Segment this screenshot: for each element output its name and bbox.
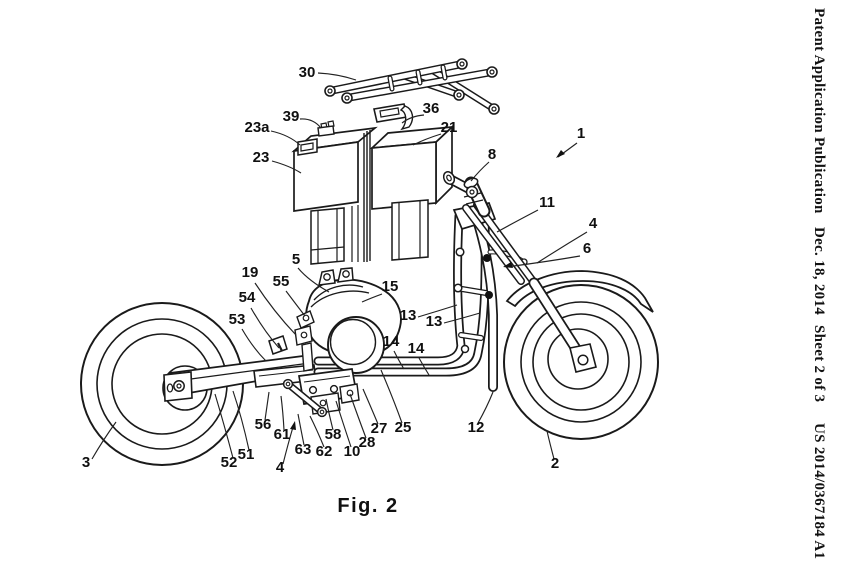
ref-label-54: 54 [239, 289, 256, 306]
ref-label-51: 51 [238, 446, 255, 463]
motor-assembly [294, 267, 402, 374]
ref-label-3: 3 [82, 454, 90, 471]
ref-label-6: 6 [583, 240, 591, 257]
front-fender [505, 270, 654, 313]
header-publication: Patent Application Publication [811, 8, 827, 214]
ref-label-1: 1 [577, 125, 585, 142]
figure-caption: Fig. 2 [337, 495, 398, 517]
ref-label-27: 27 [371, 420, 388, 437]
ref-labels: 30 36 39 23a 23 21 8 1 11 4 6 13 13 14 1… [82, 64, 598, 476]
ref-label-36: 36 [423, 100, 440, 117]
battery-pedestal-right [391, 199, 429, 261]
carrier-rack [324, 58, 500, 115]
ref-label-14b: 14 [408, 340, 425, 357]
front-fork [462, 201, 597, 373]
ref-label-5: 5 [292, 251, 300, 268]
ref-label-13a: 13 [400, 307, 417, 324]
ref-label-28: 28 [359, 434, 376, 451]
motor-drum [327, 316, 385, 374]
ref-label-25: 25 [395, 419, 412, 436]
ref-label-30: 30 [299, 64, 316, 81]
ref-label-61: 61 [274, 426, 291, 443]
leader-lines [91, 72, 588, 465]
ref-label-52: 52 [221, 454, 238, 471]
ref-label-10: 10 [344, 443, 361, 460]
motor-bracket [294, 310, 315, 372]
rack-tube-ends [324, 58, 500, 115]
ref-label-55: 55 [273, 273, 290, 290]
header-sheet-number: Sheet 2 of 3 [811, 325, 827, 403]
ref-label-15: 15 [382, 278, 399, 295]
ref-label-56: 56 [255, 416, 272, 433]
ref-label-19: 19 [242, 264, 259, 281]
steering-head [442, 171, 491, 218]
linkage [282, 368, 360, 418]
sheet-header: Patent Application Publication Dec. 18, … [800, 0, 863, 576]
ref-label-11: 11 [539, 194, 555, 211]
battery-pedestal-left [310, 207, 345, 265]
ref-label-53: 53 [229, 311, 246, 328]
ref-label-8: 8 [488, 146, 496, 163]
ref-label-2: 2 [551, 455, 559, 472]
header-patent-number: US 2014/0367184 A1 [811, 423, 827, 560]
ref-label-12: 12 [468, 419, 485, 436]
battery-terminal [317, 120, 335, 137]
ref-label-63: 63 [295, 441, 312, 458]
ref-label-39: 39 [283, 108, 300, 125]
battery-handle [373, 103, 414, 131]
ref-label-23a: 23a [244, 119, 270, 136]
ref-label-23: 23 [253, 149, 270, 166]
ref-label-21: 21 [441, 119, 458, 136]
battery-strap [363, 130, 371, 262]
ref-label-14a: 14 [383, 333, 400, 350]
ref-label-4a: 4 [589, 215, 598, 232]
header-date: Dec. 18, 2014 [811, 227, 827, 316]
ref-label-58: 58 [325, 426, 342, 443]
motor-lugs [318, 267, 354, 286]
ref-label-62: 62 [316, 443, 333, 460]
battery-assembly [291, 103, 455, 265]
ref-label-4b: 4 [276, 459, 285, 476]
ref-label-13b: 13 [426, 313, 443, 330]
battery-port [297, 138, 318, 156]
